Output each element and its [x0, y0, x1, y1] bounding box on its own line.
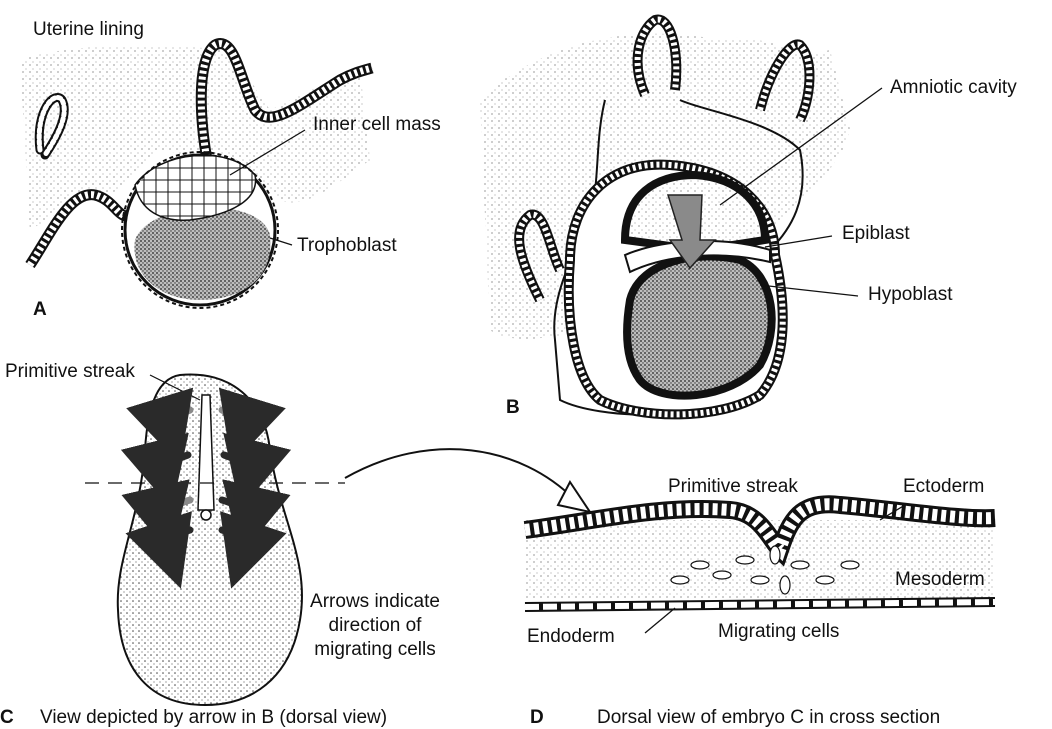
- label-endoderm: Endoderm: [527, 627, 615, 646]
- label-epiblast: Epiblast: [842, 224, 910, 243]
- yolk-sac: [627, 256, 772, 395]
- label-trophoblast: Trophoblast: [297, 236, 397, 255]
- caption-d: Dorsal view of embryo C in cross section: [597, 708, 940, 727]
- panel-letter-b: B: [506, 398, 520, 417]
- label-migrating-cells: Migrating cells: [718, 622, 839, 641]
- panel-b-drawing: [480, 20, 882, 415]
- label-primitive-streak-c: Primitive streak: [5, 362, 135, 381]
- caption-c: View depicted by arrow in B (dorsal view…: [40, 708, 387, 727]
- panel-a-drawing: [20, 44, 372, 308]
- arrows-note-line-2: direction of: [285, 614, 465, 638]
- label-inner-cell-mass: Inner cell mass: [313, 115, 441, 134]
- label-primitive-streak-d: Primitive streak: [668, 477, 798, 496]
- panel-letter-a: A: [33, 300, 47, 319]
- arrows-note-line-1: Arrows indicate: [285, 590, 465, 614]
- label-arrows-note: Arrows indicate direction of migrating c…: [285, 590, 465, 662]
- connector-arrow: [345, 449, 575, 500]
- panel-letter-c: C: [0, 708, 14, 727]
- label-hypoblast: Hypoblast: [868, 285, 953, 304]
- label-uterine-lining: Uterine lining: [33, 20, 144, 39]
- panel-letter-d: D: [530, 708, 544, 727]
- arrows-note-line-3: migrating cells: [285, 638, 465, 662]
- primitive-node: [201, 510, 211, 520]
- label-amniotic-cavity: Amniotic cavity: [890, 78, 1017, 97]
- label-mesoderm: Mesoderm: [895, 570, 985, 589]
- label-ectoderm: Ectoderm: [903, 477, 984, 496]
